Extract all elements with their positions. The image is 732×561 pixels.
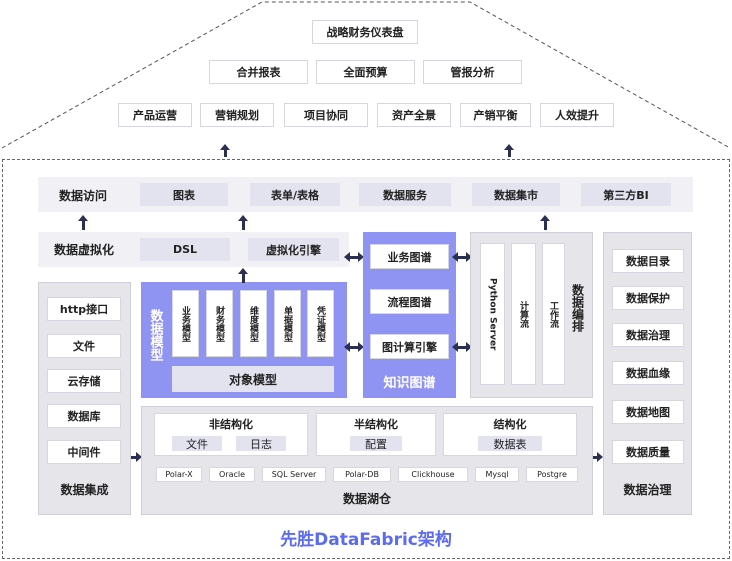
virtual-item-1: 虚拟化引擎	[248, 238, 339, 261]
governance-item-1: 数据保护	[612, 286, 684, 310]
lake-engine-4: Clickhouse	[398, 467, 468, 482]
arrow-right-icon	[358, 252, 364, 262]
lake-engine-0: Polar-X	[156, 467, 202, 482]
integration-item-2: 云存储	[47, 369, 121, 393]
integration-item-4: 中间件	[47, 440, 121, 464]
model-item-0: 业务模型	[172, 290, 199, 357]
orchestration-item-1: 计算流	[511, 243, 536, 385]
lake-group-0-item-0: 文件	[172, 436, 222, 451]
integration-item-3: 数据库	[47, 404, 121, 428]
roof-row3-0: 产品运营	[118, 103, 192, 127]
footer-title: 先胜DataFabric架构	[280, 529, 452, 550]
access-item-2: 数据服务	[359, 183, 451, 206]
lake-engine-6: Postgre	[526, 467, 578, 482]
orchestration-item-0: Python Server	[480, 243, 505, 385]
governance-item-2: 数据治理	[612, 323, 684, 347]
roof-outline	[1, 1, 731, 149]
integration-item-0: http接口	[47, 297, 121, 321]
arrow-up-icon	[504, 144, 514, 150]
roof-row3-2: 项目协同	[284, 103, 368, 127]
arrow-up-icon	[238, 215, 248, 221]
lake-engine-1: Oracle	[209, 467, 255, 482]
access-item-3: 数据集市	[472, 183, 560, 206]
lake-engine-3: Polar-DB	[333, 467, 391, 482]
roof-row3-3: 资产全景	[377, 103, 451, 127]
model-item-3: 单据模型	[274, 290, 301, 357]
governance-item-5: 数据质量	[612, 440, 684, 464]
arrow-left-icon	[452, 342, 458, 352]
roof-top: 战略财务仪表盘	[312, 20, 418, 44]
access-item-4: 第三方BI	[581, 183, 671, 206]
lake-group-0-title: 非结构化	[209, 418, 253, 431]
model-item-1: 财务模型	[206, 290, 233, 357]
arrow-right-icon	[466, 252, 472, 262]
orchestration-title: 数据编排	[570, 284, 585, 332]
arrow-up-icon	[238, 268, 248, 274]
lake-group-2-title: 结构化	[493, 418, 527, 431]
model-item-4: 凭证模型	[307, 290, 334, 357]
lake-engine-5: Mysql	[475, 467, 519, 482]
arrow-left-icon	[452, 252, 458, 262]
lake-group-1-title: 半结构化	[354, 418, 398, 431]
arrow-left-icon	[344, 342, 350, 352]
roof-row3-1: 营销规划	[200, 103, 274, 127]
arrow-left-icon	[344, 252, 350, 262]
virtual-item-0: DSL	[140, 238, 230, 261]
governance-title: 数据治理	[623, 482, 672, 497]
main-frame	[2, 159, 730, 559]
governance-item-0: 数据目录	[612, 249, 684, 273]
integration-title: 数据集成	[60, 482, 109, 497]
arrow-up-icon	[540, 215, 550, 221]
roof-row3-4: 产销平衡	[460, 103, 531, 127]
arrow-right-icon	[597, 452, 603, 462]
model-item-2: 维度模型	[240, 290, 267, 357]
roof-row2-1: 全面预算	[316, 60, 415, 84]
orchestration-item-2: 工作流	[542, 243, 565, 385]
model-object: 对象模型	[172, 366, 334, 392]
arrow-up-icon	[220, 144, 230, 150]
lake-group-0-item-1: 日志	[236, 436, 286, 451]
model-title: 数据模型	[147, 309, 163, 361]
arrow-up-icon	[78, 215, 88, 221]
governance-item-4: 数据地图	[612, 400, 684, 424]
knowledge-item-0: 业务图谱	[370, 244, 449, 269]
lake-group-2-item-0: 数据表	[478, 436, 542, 451]
arrow-right-icon	[358, 342, 364, 352]
arrow-right-icon	[466, 342, 472, 352]
arrow-right-icon	[136, 452, 142, 462]
roof-row3-5: 人效提升	[540, 103, 614, 127]
roof-row2-0: 合并报表	[209, 60, 308, 84]
access-item-0: 图表	[140, 183, 228, 206]
access-item-1: 表单/表格	[250, 183, 340, 206]
knowledge-title: 知识图谱	[383, 375, 436, 391]
governance-item-3: 数据血缘	[612, 361, 684, 385]
knowledge-item-2: 图计算引擎	[370, 334, 449, 359]
lake-group-1-item-0: 配置	[350, 436, 402, 451]
knowledge-item-1: 流程图谱	[370, 289, 449, 314]
integration-item-1: 文件	[47, 334, 121, 358]
access-title: 数据访问	[58, 188, 107, 203]
lake-title: 数据湖仓	[342, 491, 391, 506]
roof-row2-2: 管报分析	[423, 60, 522, 84]
virtual-title: 数据虚拟化	[53, 242, 114, 257]
lake-engine-2: SQL Server	[262, 467, 326, 482]
